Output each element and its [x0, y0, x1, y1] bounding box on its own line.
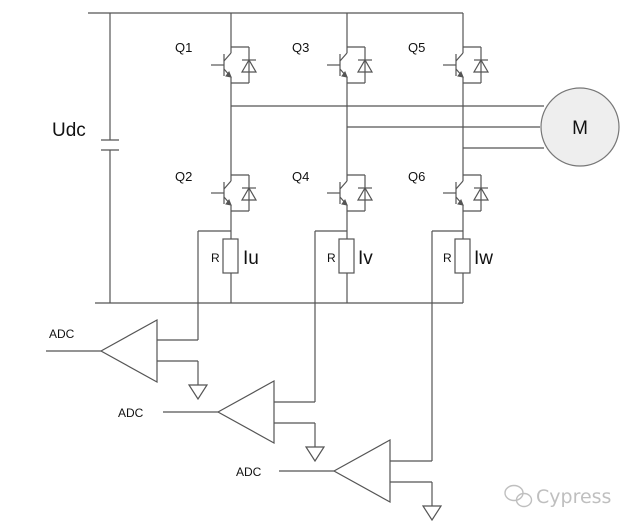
shunt-resistor-u	[222, 238, 239, 274]
transistor-q2	[210, 164, 257, 222]
motor-label: M	[572, 118, 588, 139]
transistor-label-q3: Q3	[292, 40, 309, 55]
current-label-iv: Iv	[358, 248, 373, 269]
current-label-iw: Iw	[474, 248, 493, 269]
phase-leg-v	[274, 13, 373, 403]
resistor-label-u: R	[211, 251, 220, 265]
adc-label-u: ADC	[49, 327, 75, 341]
phase-leg-w	[390, 13, 489, 462]
shunt-resistor-v	[338, 238, 355, 274]
ground-symbol	[305, 446, 325, 462]
transistor-q5	[442, 36, 489, 94]
amplifier-v	[162, 380, 325, 462]
amplifier-w	[278, 439, 442, 521]
amplifier-u	[45, 319, 208, 400]
ground-symbol	[188, 384, 208, 400]
adc-label-w: ADC	[236, 465, 262, 479]
dc-supply	[101, 13, 119, 303]
transistor-label-q1: Q1	[175, 40, 192, 55]
transistor-q1	[210, 36, 257, 94]
transistor-q6	[442, 164, 489, 222]
resistor-label-w: R	[443, 251, 452, 265]
motor	[540, 87, 620, 167]
motor-wires	[231, 105, 544, 149]
transistor-label-q4: Q4	[292, 169, 309, 184]
adc-label-v: ADC	[118, 406, 144, 420]
resistor-label-v: R	[327, 251, 336, 265]
transistor-q3	[326, 36, 373, 94]
current-label-iu: Iu	[243, 248, 259, 269]
shunt-resistor-w	[454, 238, 471, 274]
transistor-label-q6: Q6	[408, 169, 425, 184]
transistor-label-q2: Q2	[175, 169, 192, 184]
phase-leg-u	[157, 13, 257, 341]
transistor-q4	[326, 164, 373, 222]
supply-label: Udc	[52, 120, 86, 141]
watermark-text: Cypress	[536, 486, 611, 508]
ground-symbol	[422, 505, 442, 521]
transistor-label-q5: Q5	[408, 40, 425, 55]
wechat-icon	[504, 484, 533, 508]
